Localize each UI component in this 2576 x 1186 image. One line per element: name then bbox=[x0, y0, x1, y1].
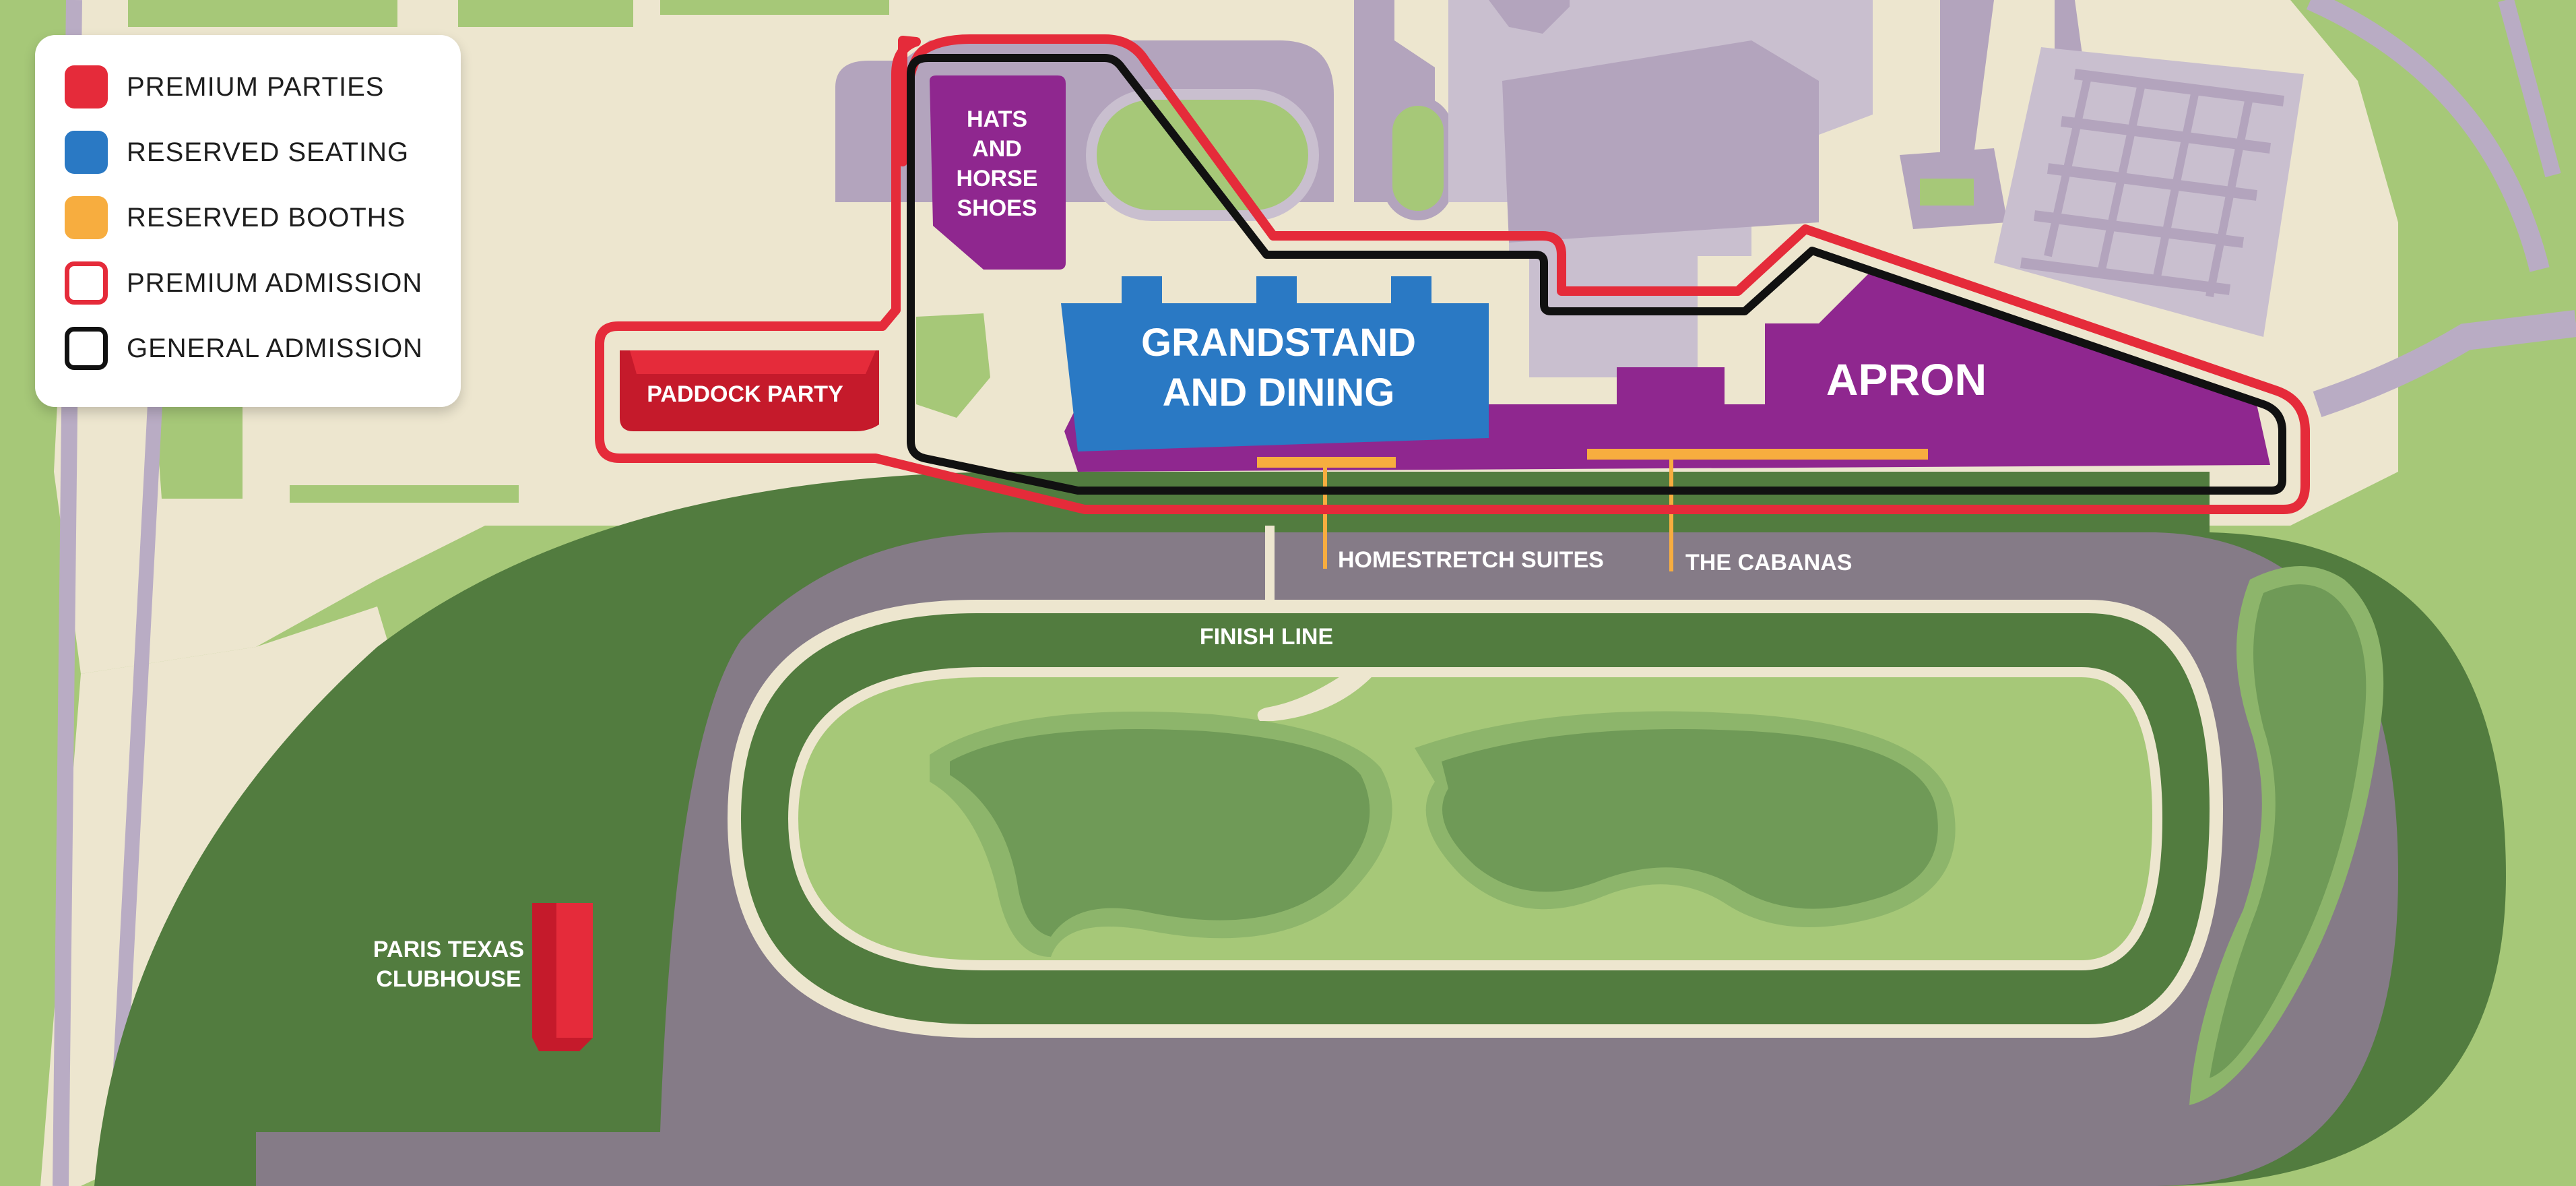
legend-swatch-premium-admission bbox=[65, 261, 108, 305]
stables-rows bbox=[2020, 69, 2285, 295]
legend-label: RESERVED BOOTHS bbox=[127, 202, 406, 232]
grandstand-label-line1: GRANDSTAND bbox=[1141, 321, 1416, 365]
oval-lawn bbox=[1383, 96, 1453, 220]
hats-and-horse-shoes-area bbox=[930, 75, 1066, 270]
clubhouse-building-base bbox=[532, 1038, 593, 1051]
clubhouse-label-background bbox=[361, 925, 529, 997]
pond bbox=[2210, 584, 2366, 1078]
homestretch-suites-label: HOMESTRETCH SUITES bbox=[1338, 547, 1604, 573]
infield-lake bbox=[1442, 729, 1938, 909]
building bbox=[1529, 256, 1698, 377]
the-cabanas-label: THE CABANAS bbox=[1685, 550, 1852, 575]
stables-stalls bbox=[2044, 73, 2254, 298]
apron-label: APRON bbox=[1826, 354, 1987, 404]
hats-label-line2: AND bbox=[972, 136, 1022, 162]
homestretch-suites-booths bbox=[1257, 457, 1396, 468]
legend-item-premium-admission: PREMIUM ADMISSION bbox=[65, 261, 422, 305]
hats-label-line4: SHOES bbox=[957, 195, 1037, 221]
map-legend: PREMIUM PARTIES RESERVED SEATING RESERVE… bbox=[35, 35, 461, 407]
paddock-party-label: PADDOCK PARTY bbox=[647, 381, 843, 407]
legend-item-reserved-seating: RESERVED SEATING bbox=[65, 130, 409, 175]
legend-swatch-reserved-seating bbox=[65, 131, 108, 174]
premium-admission-boundary bbox=[595, 34, 2310, 514]
road bbox=[2306, 0, 2550, 272]
building bbox=[1940, 0, 1994, 155]
building bbox=[1489, 0, 1570, 34]
clubhouse-label-line1: PARIS TEXAS bbox=[373, 937, 524, 962]
general-admission-boundary bbox=[907, 54, 2286, 495]
legend-label: PREMIUM PARTIES bbox=[127, 71, 385, 102]
paddock-party-roof bbox=[630, 350, 876, 374]
grass-patch bbox=[128, 0, 397, 27]
legend-swatch-premium-parties bbox=[65, 65, 108, 108]
legend-label: RESERVED SEATING bbox=[127, 137, 410, 167]
grass-patch bbox=[458, 0, 633, 27]
legend-item-premium-parties: PREMIUM PARTIES bbox=[65, 65, 384, 109]
grass-patch bbox=[1920, 179, 1974, 206]
legend-label: PREMIUM ADMISSION bbox=[127, 268, 423, 298]
grass-patch bbox=[660, 0, 889, 15]
grass-patch bbox=[155, 404, 243, 499]
grass-patch bbox=[290, 485, 519, 503]
apron-annex bbox=[1617, 367, 1725, 404]
building bbox=[1502, 40, 1819, 243]
grandstand-label-line2: AND DINING bbox=[1163, 371, 1395, 414]
hats-label-line3: HORSE bbox=[957, 166, 1038, 191]
finish-line-marker bbox=[1265, 526, 1275, 606]
clubhouse-building-shade bbox=[532, 903, 556, 1038]
homestretch-suites-pointer bbox=[1323, 468, 1327, 569]
legend-label: GENERAL ADMISSION bbox=[127, 333, 424, 363]
the-cabanas-booths bbox=[1587, 449, 1928, 460]
legend-item-general-admission: GENERAL ADMISSION bbox=[65, 326, 423, 371]
grass-patch bbox=[916, 313, 990, 418]
grandstand-and-dining-area bbox=[1061, 276, 1489, 451]
infield-path bbox=[1257, 667, 1381, 721]
hats-label-line1: HATS bbox=[967, 106, 1027, 132]
infield-lake bbox=[950, 729, 1370, 937]
road bbox=[2313, 310, 2576, 417]
legend-swatch-general-admission bbox=[65, 327, 108, 370]
legend-swatch-reserved-booths bbox=[65, 196, 108, 239]
road bbox=[2498, 0, 2561, 178]
legend-item-reserved-booths: RESERVED BOOTHS bbox=[65, 195, 406, 240]
clubhouse-label-line2: CLUBHOUSE bbox=[376, 966, 521, 992]
finish-line-label: FINISH LINE bbox=[1200, 624, 1333, 650]
oval-lawn bbox=[1086, 89, 1319, 221]
the-cabanas-pointer bbox=[1669, 460, 1673, 571]
